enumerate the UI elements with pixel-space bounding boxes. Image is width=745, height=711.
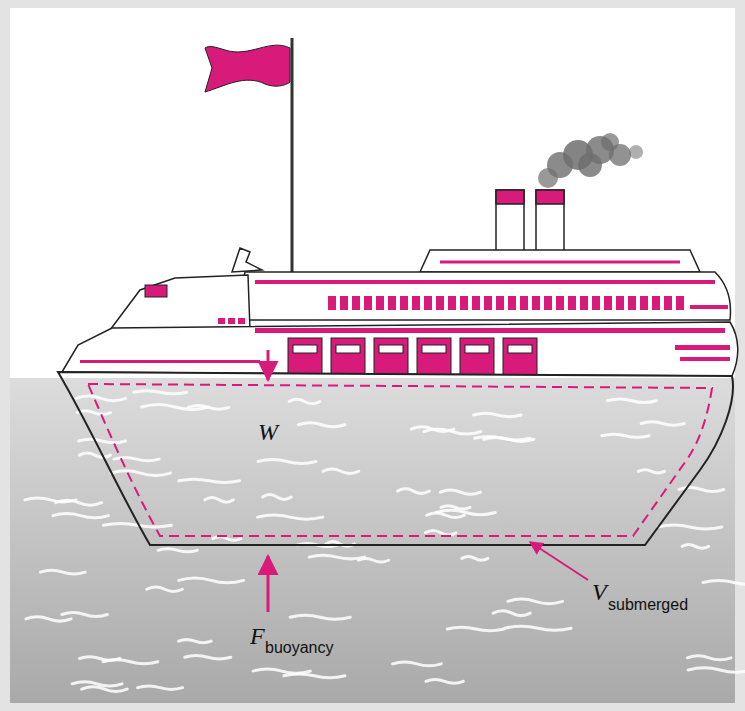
flag: [205, 45, 290, 92]
weight-symbol: W: [258, 420, 278, 444]
submerged-volume: [88, 384, 712, 536]
door-row: [288, 338, 537, 378]
volume-symbol: V: [592, 580, 607, 604]
top-deck: [420, 250, 700, 272]
wave-streaks: [25, 391, 745, 692]
upper-deck: [235, 272, 730, 320]
force-symbol: F: [250, 624, 265, 648]
volume-subscript: submerged: [608, 597, 688, 613]
bridge: [110, 275, 250, 330]
sea: [10, 378, 735, 703]
buoyancy-arrow: [267, 556, 270, 612]
funnels: [496, 190, 564, 252]
hull-outline: [58, 372, 733, 545]
force-subscript: buoyancy: [265, 640, 334, 656]
weight-arrow: [267, 350, 270, 380]
smoke: [538, 133, 643, 188]
volume-leader: [530, 542, 588, 580]
window-row: [328, 296, 684, 310]
